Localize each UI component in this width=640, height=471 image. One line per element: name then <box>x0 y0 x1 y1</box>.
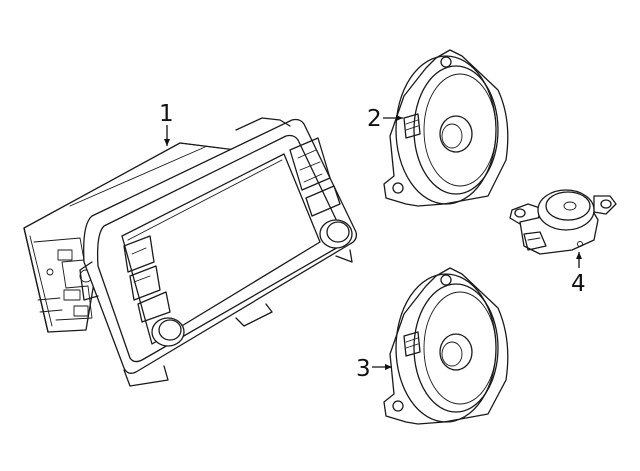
callout-2: 2 <box>367 106 403 132</box>
callout-3-label: 3 <box>356 356 371 382</box>
callout-3: 3 <box>356 356 392 382</box>
tuning-knob <box>319 219 353 249</box>
callout-2-label: 2 <box>367 106 382 132</box>
radio-head-unit <box>23 117 358 387</box>
callout-1-label: 1 <box>159 101 174 127</box>
callout-1: 1 <box>159 101 174 146</box>
tweeter <box>509 189 617 255</box>
front-door-speaker-lower <box>383 267 509 425</box>
callout-4-label: 4 <box>571 271 586 297</box>
right-button-panel <box>289 137 341 217</box>
callout-4: 4 <box>571 252 586 297</box>
volume-knob <box>151 317 185 347</box>
front-door-speaker-upper <box>383 49 509 207</box>
left-button-panel <box>123 235 171 323</box>
